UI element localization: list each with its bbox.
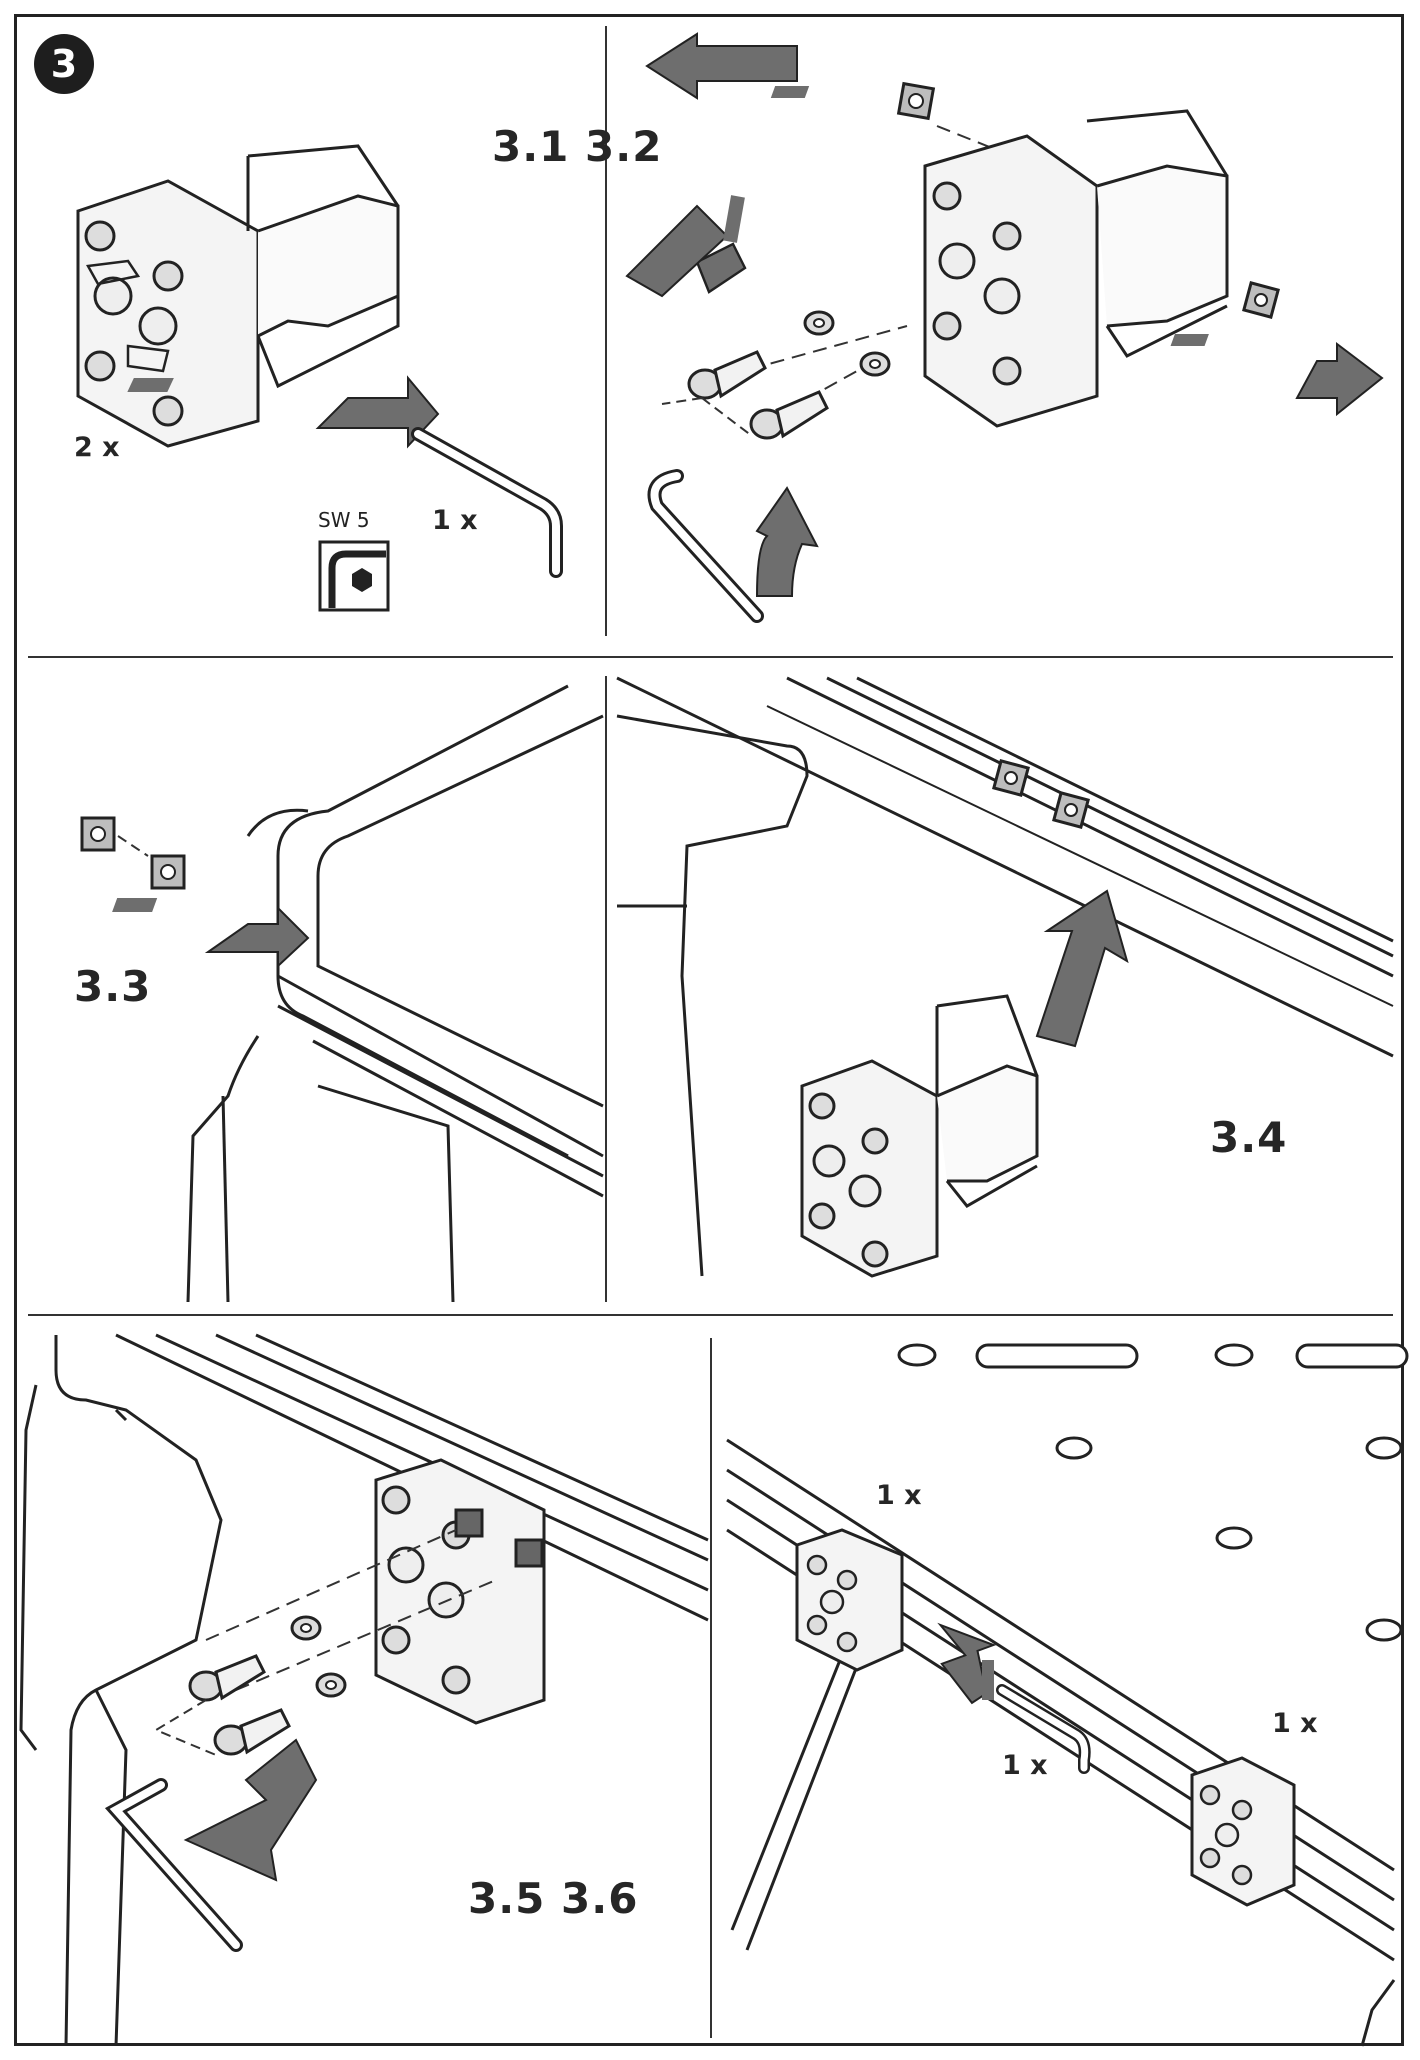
square-nut [454,1508,484,1538]
spacer-block [800,994,1039,1278]
step-badge: 3 [34,34,94,94]
divider-row-1 [28,656,1393,658]
direction-arrow [645,32,810,100]
washer [315,1672,347,1698]
panel5-illustration [19,1333,709,2047]
panel4-title: 3.4 [1210,1113,1288,1162]
panel2-illustration [625,32,1384,623]
divider-col-2 [605,676,607,1302]
cap-screw [749,390,829,440]
panel1-illustration [76,144,563,578]
direction-arrow [112,898,310,969]
hex-key-tool-icon [318,540,390,612]
spacer-block [923,109,1229,428]
washer [290,1615,322,1641]
panel4-illustration [616,676,1394,1278]
square-nut [992,759,1030,797]
washer [859,351,891,377]
square-nut [80,816,116,852]
square-nut [514,1538,544,1568]
direction-arrow [755,486,819,597]
washer [803,310,835,336]
panel3-title: 3.3 [74,962,152,1011]
qty-right-block: 1 x [1272,1708,1318,1739]
divider-col-3 [710,1338,712,2038]
panel1-title: 3.1 3.2 [492,122,663,171]
direction-arrow [1035,889,1129,1048]
qty-key: 1 x [432,505,478,536]
qty-top-block: 1 x [876,1480,922,1511]
panel6-illustration [726,1343,1409,2047]
square-nut [150,854,186,890]
divider-col-1 [605,26,607,636]
qty-blocks: 2 x [74,432,120,463]
spacer-block [374,1458,546,1725]
direction-arrow [127,375,440,449]
direction-arrow [937,1622,997,1705]
cap-screw [213,1708,291,1756]
direction-arrow [183,1738,318,1882]
direction-arrow [1170,334,1384,417]
page-frame [14,14,1404,2046]
spacer-block [76,144,400,448]
panel3-illustration [80,684,604,1303]
panel5-title: 3.5 3.6 [468,1874,639,1923]
direction-arrow [625,195,747,298]
divider-row-2 [28,1314,1393,1316]
spacer-block [1190,1756,1296,1907]
square-nut [1052,791,1090,829]
cap-screw [687,350,767,400]
spacer-block [795,1528,904,1672]
qty-key-panel6: 1 x [1002,1750,1048,1781]
tool-size-label: SW 5 [318,508,370,532]
square-nut [896,81,936,121]
cap-screw [188,1654,266,1702]
step-number: 3 [50,42,78,86]
square-nut [1242,281,1280,319]
